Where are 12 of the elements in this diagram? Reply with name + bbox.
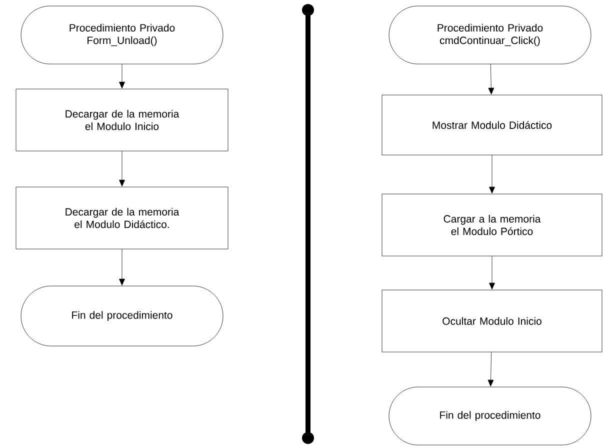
arrow <box>489 256 495 290</box>
arrow <box>488 64 494 94</box>
arrow <box>119 249 125 286</box>
process-box: Cargar a la memoria el Modulo Pórtico <box>382 194 602 256</box>
process-box: Decargar de la memoria el Modulo Didáctico. <box>16 186 228 250</box>
arrow <box>119 64 125 88</box>
process-box: Decargar de la memoria el Modulo Inicio <box>16 88 228 152</box>
arrow <box>119 151 125 186</box>
arrow <box>488 352 494 386</box>
process-box: Ocultar Modulo Inicio <box>382 290 602 352</box>
arrow <box>489 155 495 194</box>
process-box: Mostrar Modulo Didáctico <box>382 94 602 156</box>
